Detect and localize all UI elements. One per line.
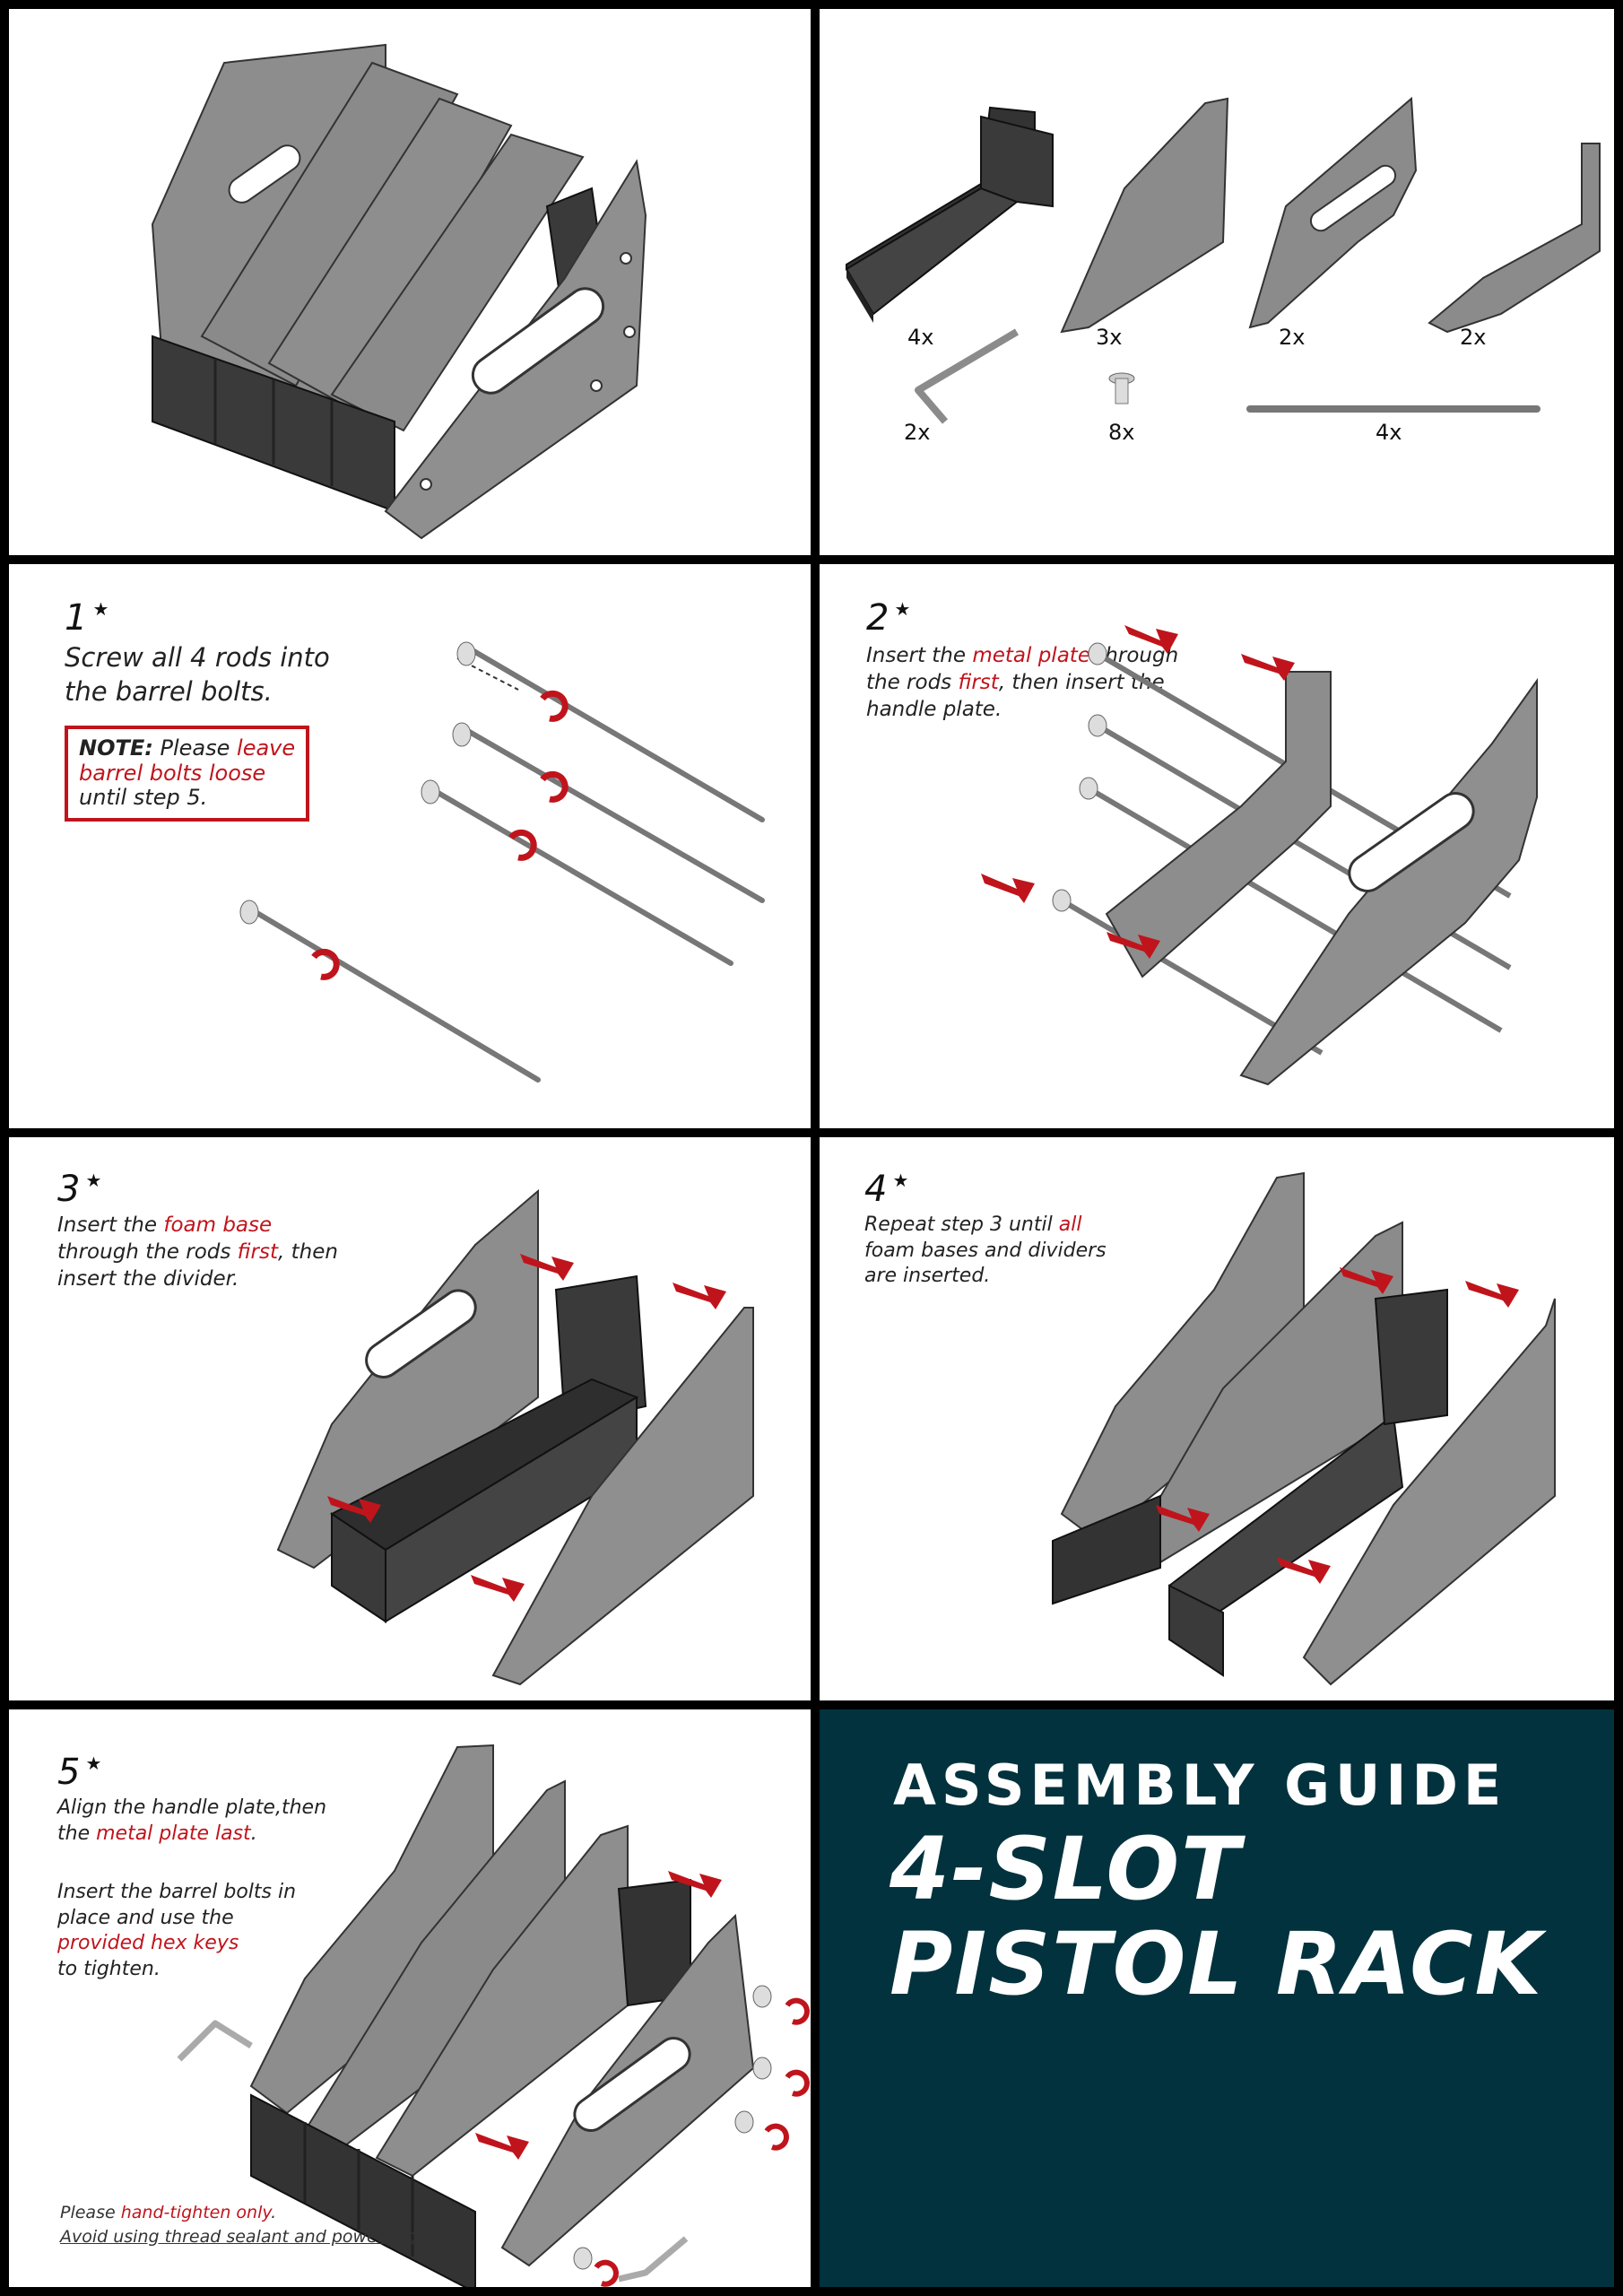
parts-list-panel: 4x 3x 2x 2x 2x 8x 4x xyxy=(820,9,1614,555)
hex-key-qty: 2x xyxy=(904,420,931,445)
metal-plate-part xyxy=(1060,97,1229,334)
step-4-panel: 4★ Repeat step 3 until all foam bases an… xyxy=(820,1137,1614,1700)
divider-qty: 2x xyxy=(1460,325,1487,350)
step-number: 5★ xyxy=(57,1752,102,1793)
metal-plate-qty: 3x xyxy=(1096,325,1123,350)
step-5-instructions-align: Align the handle plate,then the metal pl… xyxy=(57,1796,327,1845)
handle-plate-part xyxy=(1248,96,1418,329)
note-box: NOTE: Please leave barrel bolts loose un… xyxy=(65,726,310,822)
step-number: 1★ xyxy=(65,597,109,639)
foam-base-part xyxy=(845,106,1054,323)
tighten-warning: Please hand-tighten only. Avoid using th… xyxy=(60,2203,437,2247)
step-3-panel: 3★ Insert the foam base through the rods… xyxy=(9,1137,811,1700)
step-5-instructions-bolts: Insert the barrel bolts in place and use… xyxy=(57,1881,297,1980)
step-2-illustration xyxy=(981,625,1538,1086)
handle-plate-qty: 2x xyxy=(1279,325,1306,350)
assembled-rack-panel xyxy=(9,9,811,555)
guide-heading: ASSEMBLY GUIDE xyxy=(893,1752,1507,1818)
step-number: 2★ xyxy=(866,597,911,639)
step-4-illustration xyxy=(1052,1171,1556,1686)
step-4-instructions: Repeat step 3 until all foam bases and d… xyxy=(864,1213,1107,1288)
step-3-instructions: Insert the foam base through the rods fi… xyxy=(57,1213,338,1291)
step-5-panel: 5★ Align the handle plate,then the metal… xyxy=(9,1709,811,2287)
step-1-illustration xyxy=(239,641,765,1083)
assembled-rack-illustration xyxy=(151,43,647,540)
step-3-illustration xyxy=(276,1188,754,1686)
bolt-qty: 8x xyxy=(1108,420,1135,445)
rod-qty: 4x xyxy=(1376,420,1402,445)
parts-illustration xyxy=(845,96,1601,424)
step-number: 3★ xyxy=(57,1169,102,1210)
step-number: 4★ xyxy=(864,1169,909,1210)
step-5-illustration xyxy=(177,1744,810,2287)
foam-qty: 4x xyxy=(907,325,934,350)
step-2-instructions: Insert the metal plate through the rods … xyxy=(866,644,1179,721)
divider-part xyxy=(1428,143,1601,334)
step-2-panel: 2★ Insert the metal plate through the ro… xyxy=(820,564,1614,1128)
bolt-part xyxy=(1108,372,1135,404)
hex-key-part xyxy=(915,328,1020,424)
